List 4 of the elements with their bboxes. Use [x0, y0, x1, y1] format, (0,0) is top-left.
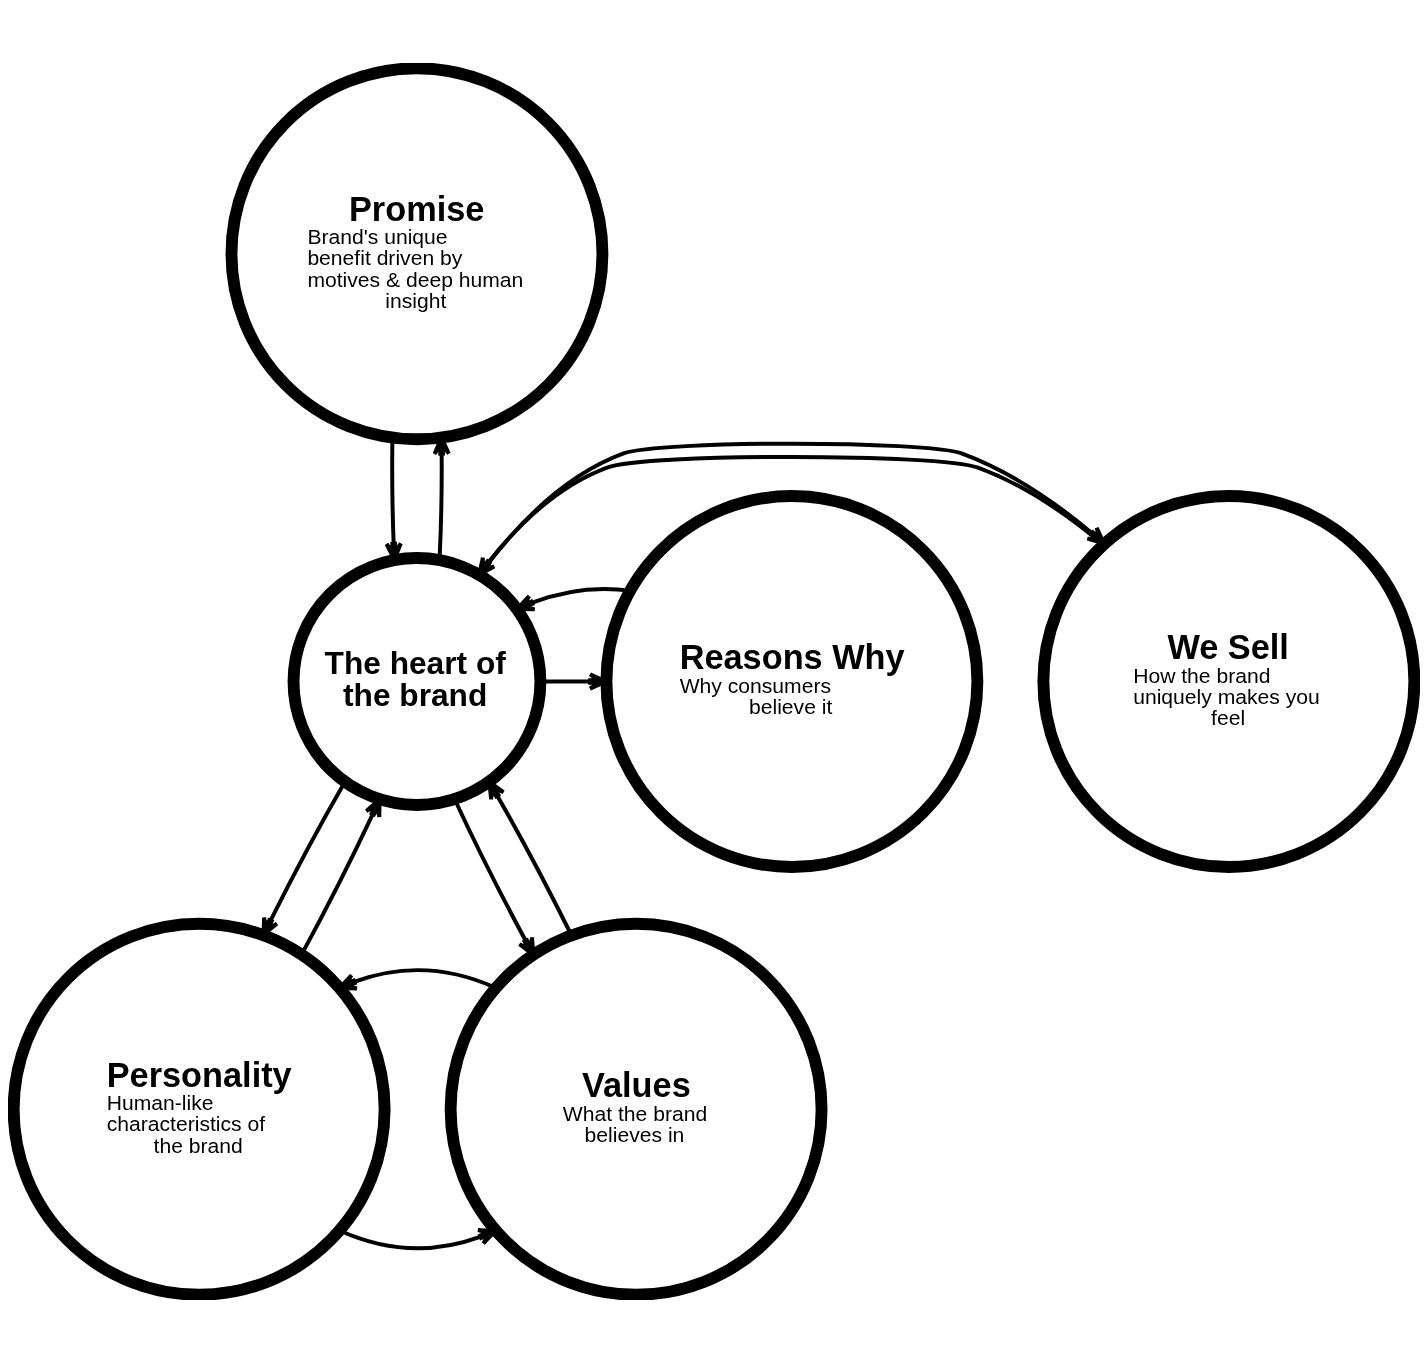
node-circle: Reasons Why Why consumers believe it: [600, 490, 984, 873]
node-circle: Values What the brand believes in: [444, 917, 828, 1300]
node-circle: Promise Brand's unique benefit driven by motives & deep human insight: [225, 63, 609, 446]
node-circle: We Sell How the brand uniquely makes you feel: [1037, 490, 1420, 873]
